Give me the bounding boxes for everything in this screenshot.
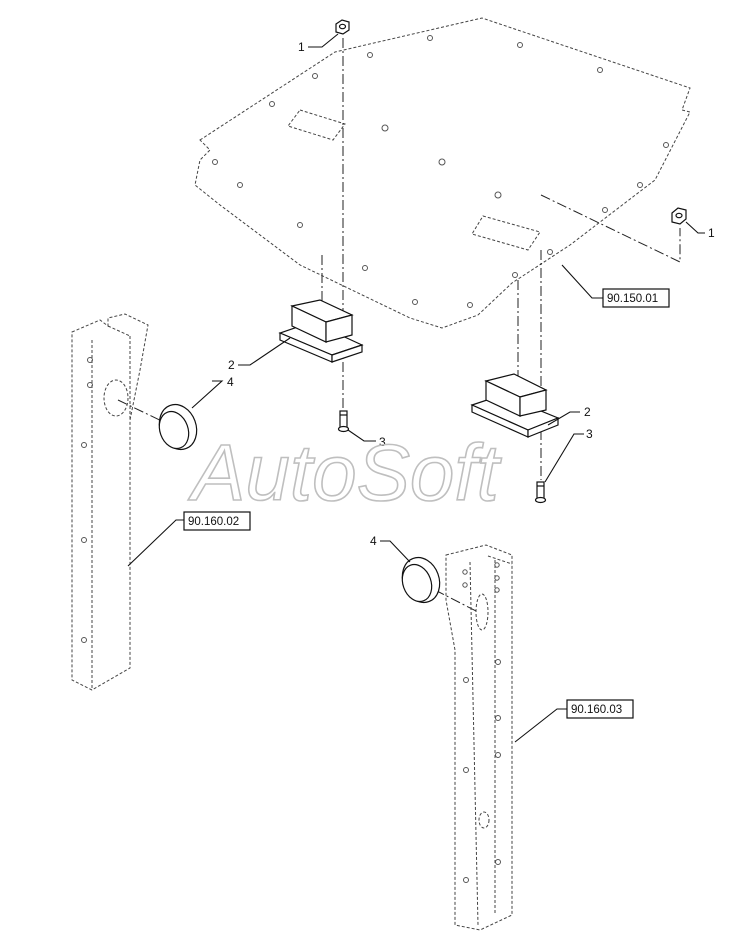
isolator-block-right-icon [470, 373, 560, 438]
callout-2-left: 2 [228, 358, 235, 372]
watermark: AutoSoft [188, 428, 502, 517]
bolt-left-icon [337, 410, 350, 433]
left-pillar [71, 313, 149, 691]
reference-label: 90.160.02 [188, 516, 239, 528]
callout-3-left: 3 [379, 435, 386, 449]
plug-upper-icon [158, 403, 198, 451]
callout-4-lower: 4 [370, 534, 377, 548]
callout-2-right: 2 [584, 405, 591, 419]
reference-label: 90.150.01 [607, 293, 658, 305]
nut-top-icon [335, 19, 350, 35]
floor-panel [194, 17, 691, 329]
reference-90-160-03[interactable]: 90.160.03 [566, 699, 634, 719]
callout-1-top: 1 [298, 40, 305, 54]
callout-3-right: 3 [586, 427, 593, 441]
bolt-right-icon [534, 481, 547, 504]
isolator-block-left-icon [278, 299, 364, 363]
leader-lines [127, 33, 705, 743]
callouts: 1 1 2 2 3 3 4 4 [227, 40, 715, 548]
reference-90-160-02[interactable]: 90.160.02 [183, 511, 251, 531]
reference-label: 90.160.03 [571, 704, 622, 716]
plug-lower-icon [401, 556, 441, 604]
callout-1-right: 1 [708, 226, 715, 240]
callout-4-upper: 4 [227, 375, 234, 389]
right-pillar [445, 544, 513, 931]
nut-right-icon [671, 207, 687, 225]
reference-90-150-01[interactable]: 90.150.01 [602, 288, 670, 308]
